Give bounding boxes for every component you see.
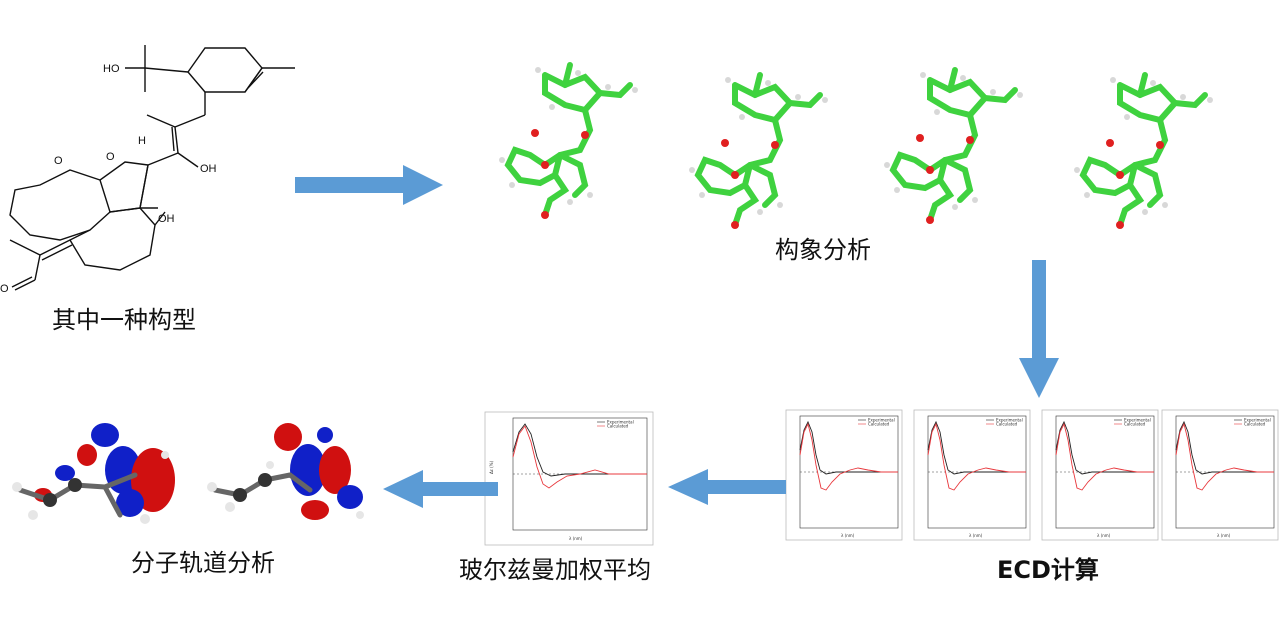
label-ecd: ECD计算 xyxy=(997,556,1099,584)
atom-o-ring1: O xyxy=(54,155,63,167)
ecd-plots: Experimental Calculated λ (nm) xyxy=(785,409,1279,541)
chemical-structure: HO OH OH O O H O xyxy=(0,45,295,295)
conformer-models xyxy=(480,55,1240,225)
arrow-down-icon xyxy=(1019,260,1059,398)
svg-text:Δε (%): Δε (%) xyxy=(489,460,494,474)
svg-text:Calculated: Calculated xyxy=(607,424,629,429)
arrow-left-icon xyxy=(668,469,786,505)
atom-h: H xyxy=(138,135,146,147)
molecular-orbitals xyxy=(12,423,364,524)
arrow-right-icon xyxy=(295,165,443,205)
atom-oh-mid: OH xyxy=(200,163,217,175)
label-structure: 其中一种构型 xyxy=(52,306,196,334)
label-orbital: 分子轨道分析 xyxy=(131,549,275,577)
atom-oh-low: OH xyxy=(158,213,175,225)
atom-o-aldehyde: O xyxy=(0,283,9,295)
svg-text:λ (nm): λ (nm) xyxy=(569,536,583,541)
arrow-left-icon xyxy=(383,470,498,508)
atom-o-ring2: O xyxy=(106,151,115,163)
label-conformation: 构象分析 xyxy=(775,236,871,264)
svg-text:Experimental: Experimental xyxy=(607,420,634,425)
boltzmann-plot: Experimental Calculated λ (nm) Δε (%) xyxy=(484,411,654,546)
label-boltzmann: 玻尔兹曼加权平均 xyxy=(459,556,651,584)
atom-ho-top: HO xyxy=(103,63,120,75)
